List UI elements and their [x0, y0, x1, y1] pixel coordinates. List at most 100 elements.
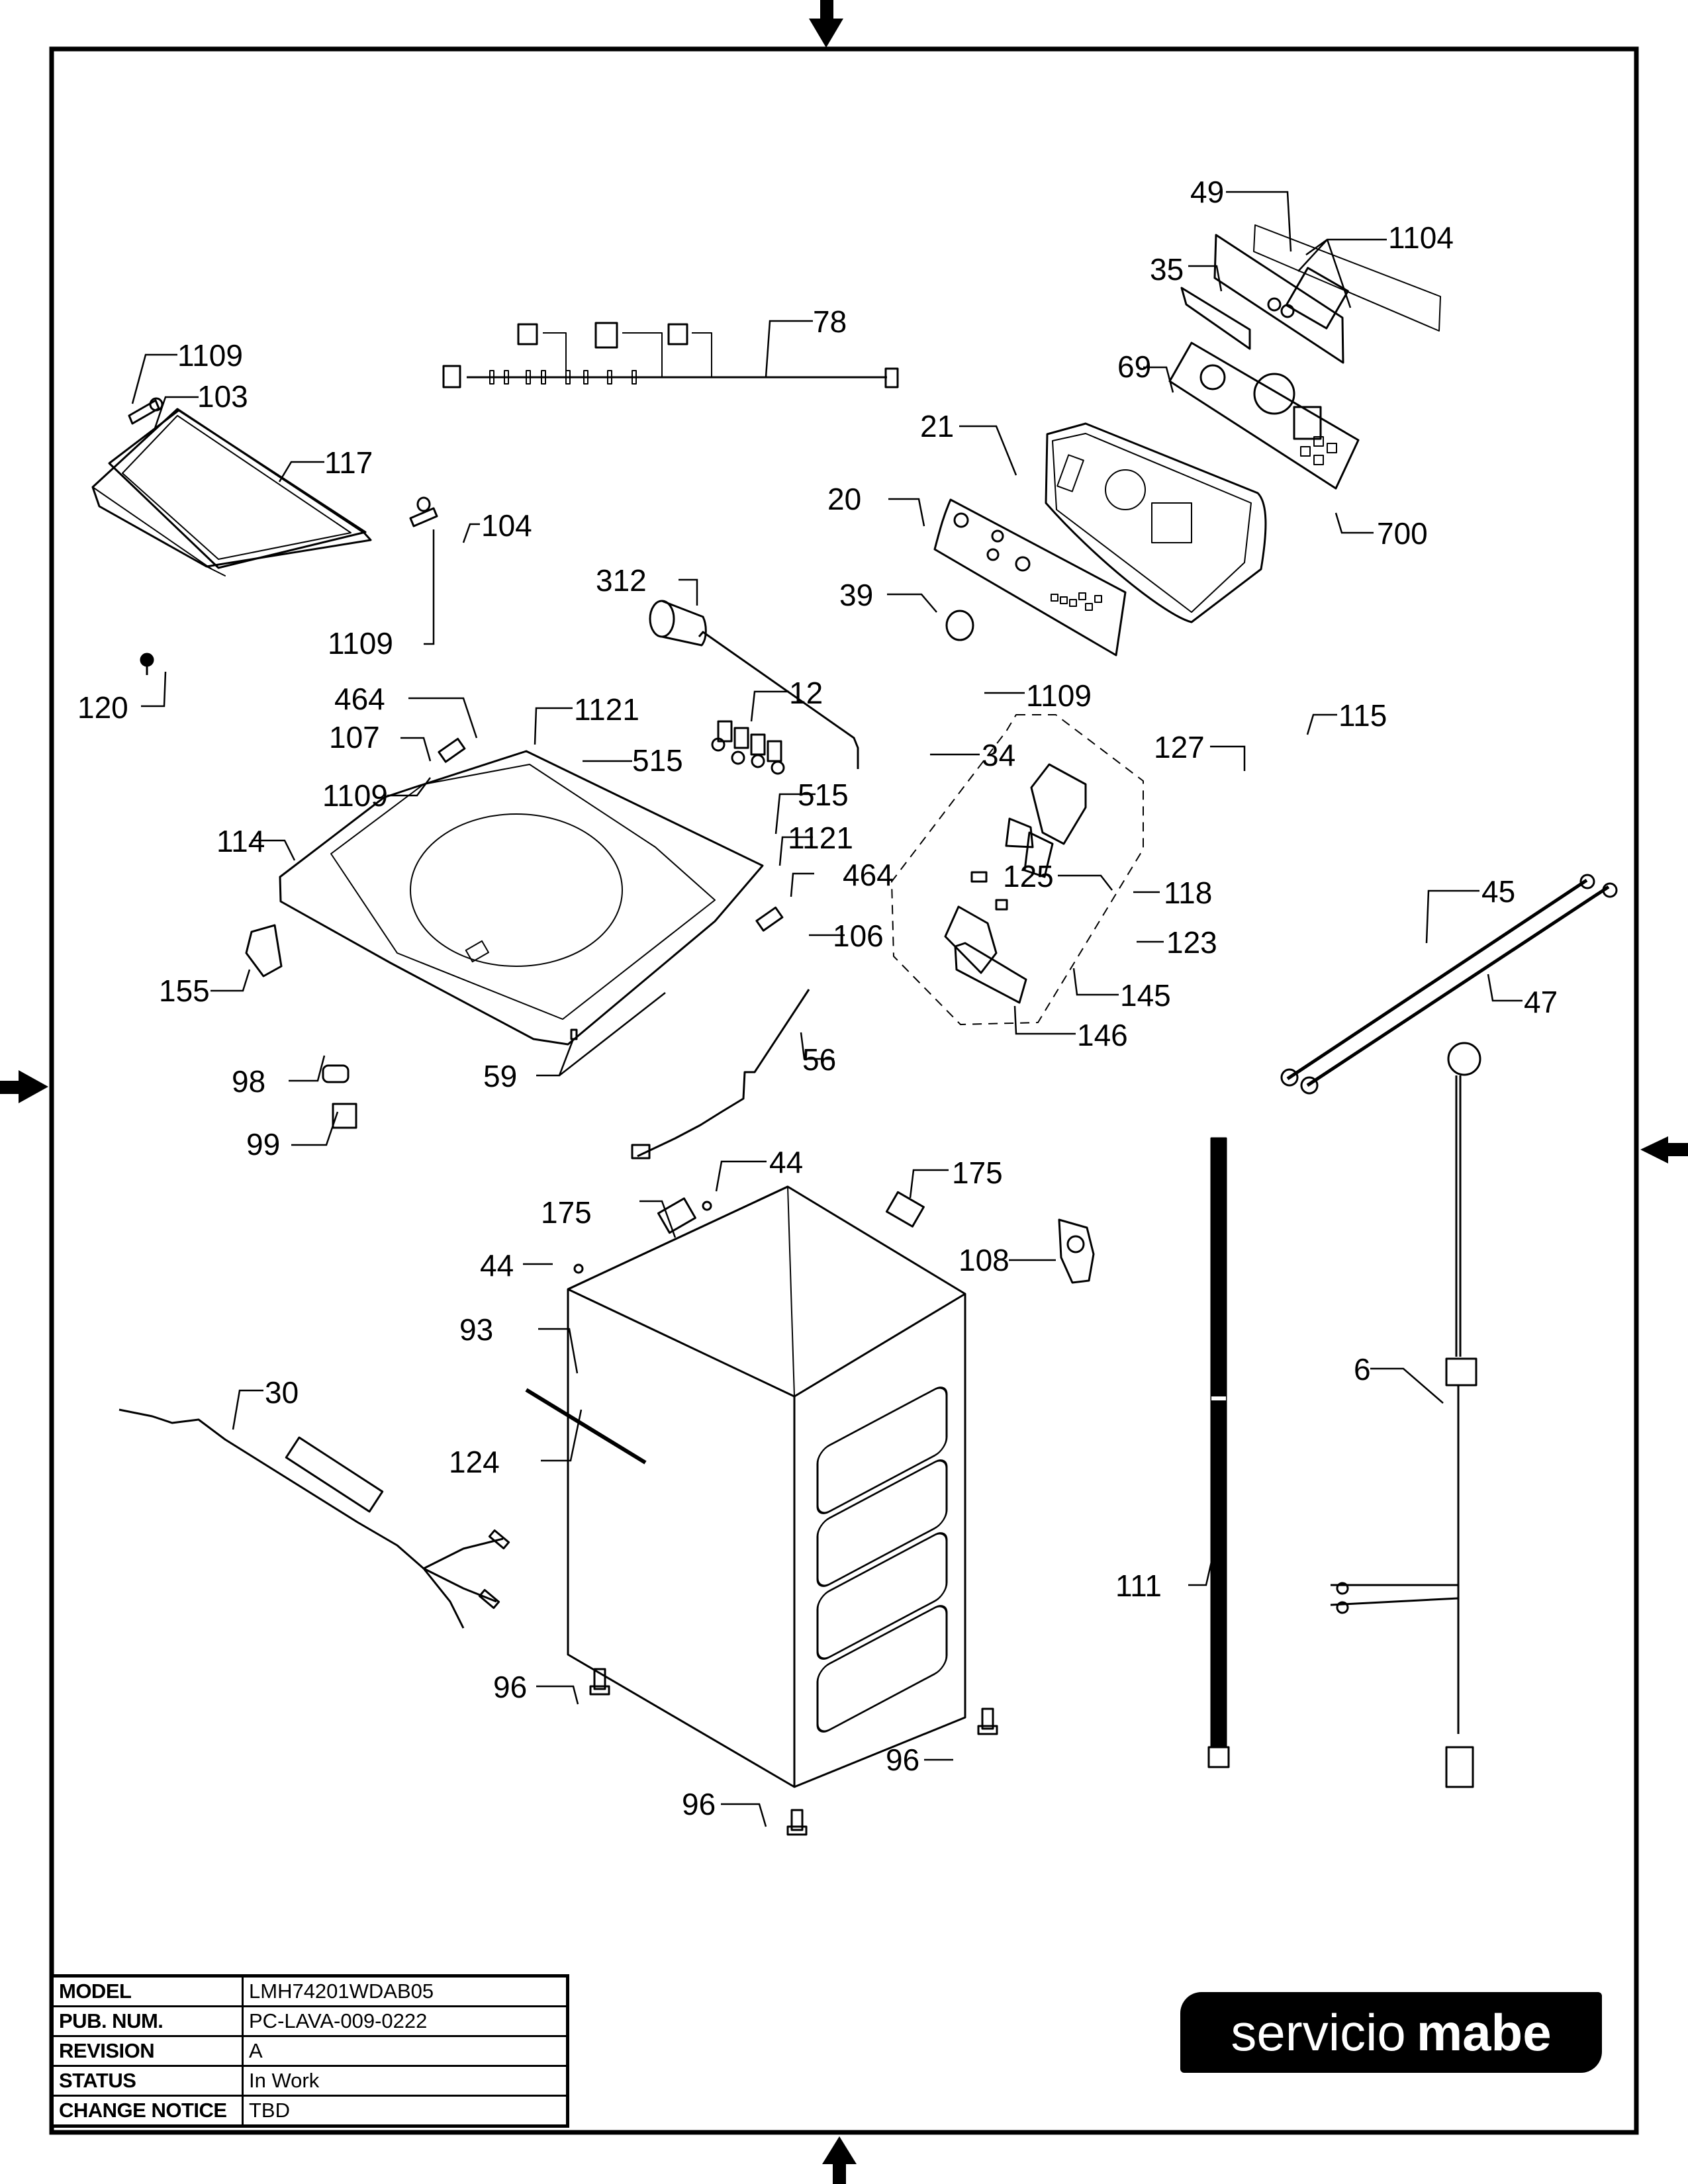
callout-56: 56: [802, 1042, 836, 1077]
callout-99: 99: [246, 1127, 280, 1161]
callout-1109-cover: 1109: [322, 778, 388, 813]
registration-arrow-right: [1640, 1136, 1688, 1163]
callout-127: 127: [1154, 730, 1205, 764]
callout-120: 120: [77, 690, 128, 725]
callout-59: 59: [483, 1059, 517, 1093]
callout-106: 106: [833, 919, 884, 953]
callout-39: 39: [839, 578, 873, 612]
title-block-value: PC-LAVA-009-0222: [242, 2005, 569, 2037]
callout-78: 78: [813, 304, 847, 339]
callout-69: 69: [1117, 349, 1151, 384]
registration-arrow-bottom: [822, 2136, 857, 2184]
callout-12: 12: [789, 676, 823, 710]
part-35-strip: [1180, 287, 1251, 350]
title-block-value: LMH74201WDAB05: [242, 1975, 569, 2007]
callout-1109-lid-left: 1109: [177, 338, 243, 373]
callout-125: 125: [1003, 859, 1054, 893]
callout-20: 20: [827, 482, 861, 516]
part-96-foot-left: [589, 1668, 610, 1696]
callout-47: 47: [1524, 985, 1558, 1019]
callout-155: 155: [159, 974, 210, 1008]
callout-96-left: 96: [493, 1670, 527, 1704]
callout-515-mid: 515: [798, 778, 849, 812]
part-98-component: [322, 1064, 350, 1083]
title-block-row: STATUS In Work: [51, 2065, 569, 2097]
part-30-harness: [118, 1408, 510, 1629]
callout-312: 312: [596, 563, 647, 598]
callout-118: 118: [1164, 876, 1212, 910]
callout-30: 30: [265, 1375, 299, 1410]
callout-1104: 1104: [1388, 220, 1454, 255]
callout-515-top: 515: [632, 743, 683, 778]
part-117-lid: [91, 408, 372, 576]
callout-21: 21: [920, 409, 954, 443]
title-block-row: CHANGE NOTICE TBD: [51, 2095, 569, 2127]
title-block-key: MODEL: [51, 1975, 244, 2007]
callout-104: 104: [481, 508, 532, 543]
part-104-hinge-right: [409, 496, 438, 527]
part-78-harness: [442, 322, 899, 388]
part-127-dispenser-housing: [1030, 763, 1087, 845]
title-block-value: A: [242, 2035, 569, 2067]
part-59-clip: [570, 1028, 578, 1040]
callout-111: 111: [1115, 1569, 1162, 1603]
title-block-value: In Work: [242, 2065, 569, 2097]
part-99-component: [332, 1103, 357, 1129]
servicio-mabe-logo: servicio mabe: [1180, 1992, 1602, 2073]
part-107-switch: [438, 737, 466, 763]
part-108-bracket: [1058, 1218, 1095, 1284]
callout-108: 108: [959, 1243, 1009, 1277]
title-block-row: REVISION A: [51, 2035, 569, 2067]
callout-1109-lid-right: 1109: [328, 626, 393, 660]
callout-1121-mid: 1121: [788, 821, 853, 855]
part-96-foot-front: [786, 1809, 808, 1836]
part-120-lid-lock: [140, 653, 154, 675]
title-block-row: MODEL LMH74201WDAB05: [51, 1975, 569, 2007]
logo-text-mabe: mabe: [1416, 2003, 1552, 2062]
part-69-control-board: [1168, 341, 1360, 490]
callout-45: 45: [1481, 874, 1515, 909]
title-block-key: REVISION: [51, 2035, 244, 2067]
part-115-dispenser-group-outline: [891, 714, 1144, 1025]
part-44-screw-top: [702, 1201, 712, 1211]
part-21-console-back: [1045, 422, 1267, 623]
callout-96-front: 96: [682, 1787, 716, 1821]
part-114-top-cover: [279, 750, 764, 1046]
part-44-screw-left: [573, 1263, 584, 1274]
callout-34: 34: [982, 738, 1015, 772]
part-96-foot-right: [977, 1707, 998, 1735]
part-39-knob: [945, 610, 974, 641]
callout-1109-console: 1109: [1026, 678, 1092, 713]
part-49-panel-cover: [1213, 224, 1441, 364]
callout-96-right: 96: [886, 1743, 919, 1777]
part-12-water-valve: [711, 720, 785, 775]
callout-145: 145: [1120, 978, 1171, 1013]
callout-464-mid: 464: [843, 858, 894, 892]
part-125-valve: [970, 871, 988, 883]
title-block-key: CHANGE NOTICE: [51, 2095, 244, 2127]
part-93-cabinet: [567, 1185, 966, 1788]
part-111-tube: [1207, 1137, 1230, 1768]
part-146-drawer-front: [954, 942, 1027, 1004]
callout-114: 114: [216, 824, 265, 858]
callout-1121-top: 1121: [574, 692, 639, 727]
logo-text-servicio: servicio: [1231, 2003, 1406, 2062]
callout-175-left: 175: [541, 1195, 592, 1230]
part-106-switch: [755, 906, 784, 932]
callout-98: 98: [232, 1064, 265, 1099]
callout-117: 117: [324, 445, 373, 480]
callout-labels: 49 1104 35 69 700 78 21 20 39 1109 312 1…: [77, 175, 1558, 1821]
callout-49: 49: [1190, 175, 1224, 209]
part-312-capacitor: [649, 600, 707, 647]
title-block-table: MODEL LMH74201WDAB05 PUB. NUM. PC-LAVA-0…: [50, 1974, 569, 2128]
part-34-rod: [698, 631, 859, 769]
title-block-row: PUB. NUM. PC-LAVA-009-0222: [51, 2005, 569, 2037]
callout-93: 93: [459, 1312, 493, 1347]
part-45-hose: [1280, 874, 1595, 1087]
part-118-drawer-inserts: [1005, 817, 1054, 878]
leader-lines: [131, 191, 1523, 1827]
part-175-label-left: [657, 1197, 696, 1234]
callout-6: 6: [1354, 1352, 1371, 1387]
callout-464-top: 464: [334, 682, 385, 716]
